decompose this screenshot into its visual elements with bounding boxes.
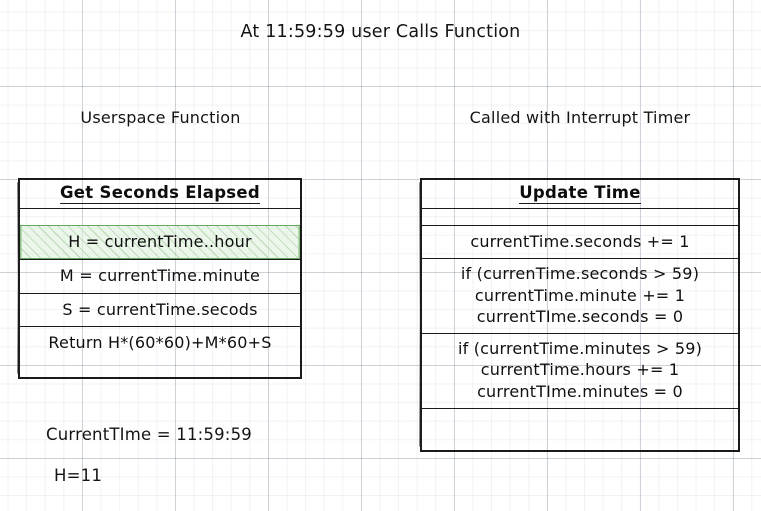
annotation-h-value: H=11 — [54, 466, 103, 485]
annotation-current-time: CurrentTIme = 11:59:59 — [46, 425, 252, 444]
flowchart-left-row-return: Return H*(60*60)+M*60+S — [20, 325, 300, 359]
flowchart-right-row-spacer-bottom — [422, 407, 738, 424]
flowchart-left-row-minute: M = currentTime.minute — [20, 259, 300, 292]
flowchart-left-row-spacer — [20, 209, 300, 225]
flowchart-right-row-minutes-rollover: if (currentTime.minutes > 59) currentTim… — [422, 333, 738, 408]
flowchart-right-row-increment-seconds: currentTime.seconds += 1 — [422, 224, 738, 258]
column-label-userspace: Userspace Function — [80, 108, 241, 127]
flowchart-left-row-seconds: S = currentTime.secods — [20, 292, 300, 326]
code-line: currentTIme.minutes = 0 — [477, 381, 683, 401]
flowchart-right-header: Update Time — [422, 180, 738, 209]
flowchart-left-header: Get Seconds Elapsed — [20, 180, 300, 209]
code-line: if (currenTime.seconds > 59) — [460, 264, 700, 284]
flowchart-left-row-hour[interactable]: H = currentTime..hour — [20, 224, 300, 260]
flowchart-right-row-spacer-top — [422, 209, 738, 225]
flowchart-right-header-text: Update Time — [519, 183, 641, 204]
code-line: currentTime.seconds += 1 — [470, 231, 690, 251]
flowchart-update-time: Update Time currentTime.seconds += 1 if … — [419, 178, 740, 452]
flowchart-left-header-text: Get Seconds Elapsed — [59, 183, 261, 204]
column-label-interrupt: Called with Interrupt Timer — [469, 108, 691, 127]
code-line: currentTIme.seconds = 0 — [476, 306, 684, 326]
code-line: if (currentTime.minutes > 59) — [457, 339, 703, 359]
flowchart-get-seconds-elapsed: Get Seconds Elapsed H = currentTime..hou… — [17, 178, 302, 379]
page-title: At 11:59:59 user Calls Function — [240, 22, 521, 42]
code-line: currentTime.minute += 1 — [474, 285, 686, 305]
flowchart-right-row-seconds-rollover: if (currenTime.seconds > 59) currentTime… — [422, 258, 738, 333]
code-line: currentTime.hours += 1 — [480, 360, 680, 380]
